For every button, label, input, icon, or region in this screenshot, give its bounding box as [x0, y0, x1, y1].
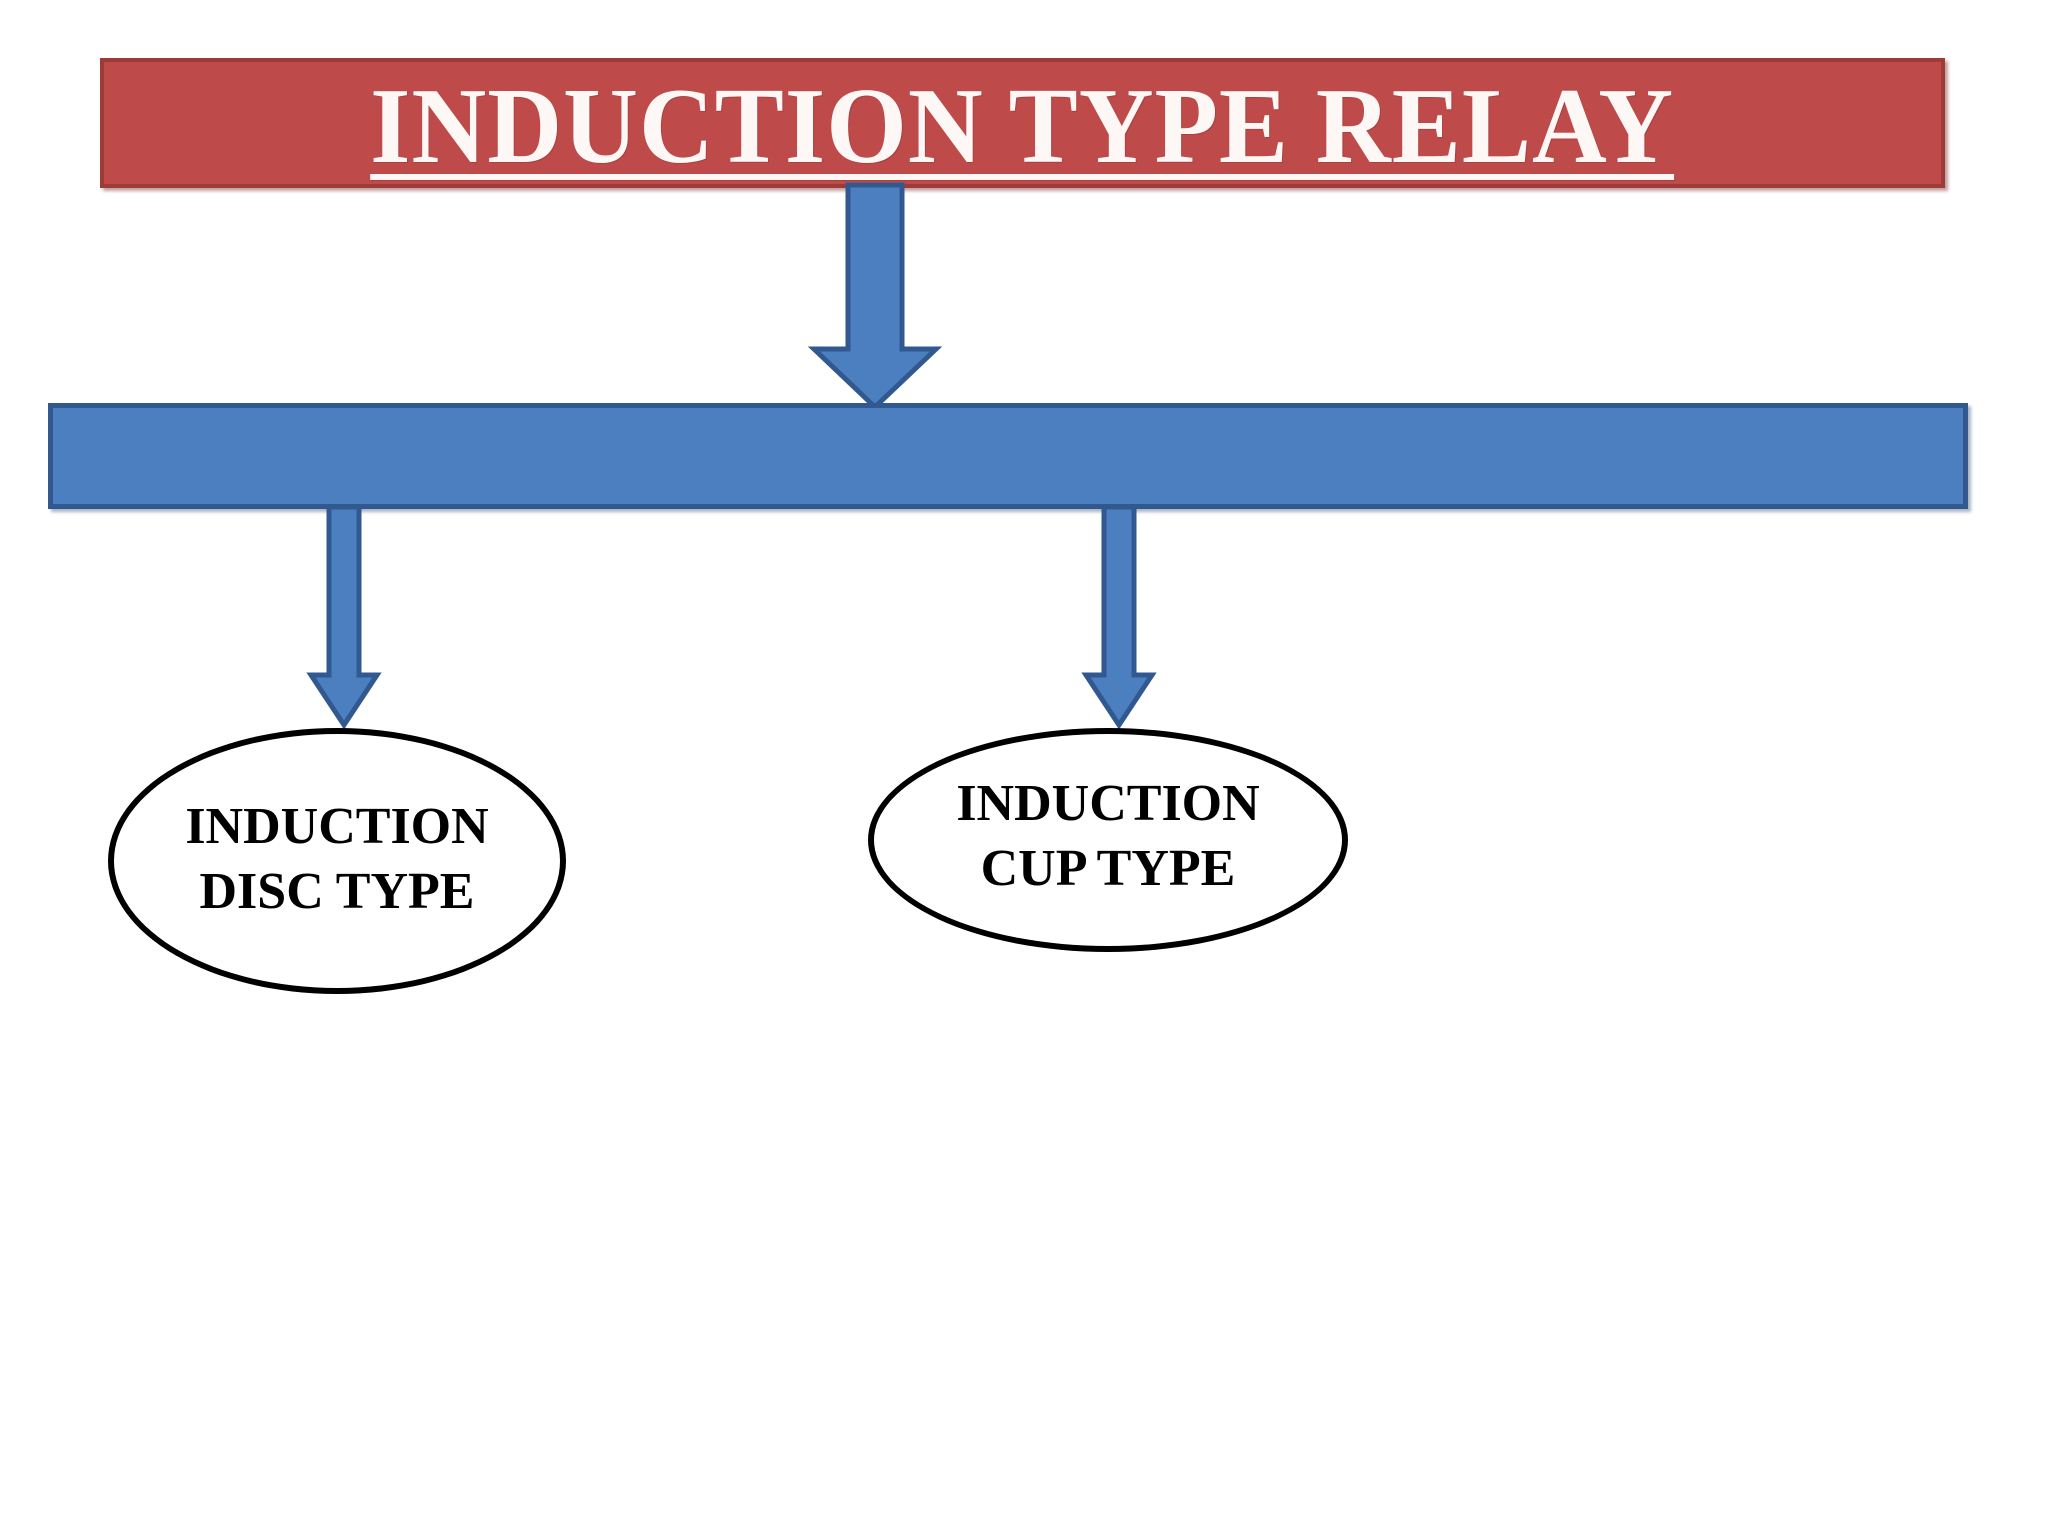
arrow-root-to-bus-icon: [807, 182, 943, 411]
node-disc-label-line2: DISC TYPE: [199, 863, 475, 920]
arrow-bus-to-cup-icon: [1081, 504, 1157, 730]
node-induction-cup-type[interactable]: INDUCTION CUP TYPE: [868, 728, 1348, 952]
distribution-bus-bar: [48, 403, 1968, 509]
title-banner: INDUCTION TYPE RELAY: [100, 58, 1945, 188]
node-cup-label-line1: INDUCTION: [956, 775, 1260, 832]
node-disc-label-line1: INDUCTION: [185, 798, 489, 855]
node-induction-disc-type[interactable]: INDUCTION DISC TYPE: [108, 728, 566, 994]
arrow-bus-to-disc-icon: [306, 504, 382, 730]
node-cup-label-line2: CUP TYPE: [980, 840, 1236, 897]
page-title: INDUCTION TYPE RELAY: [370, 66, 1675, 186]
